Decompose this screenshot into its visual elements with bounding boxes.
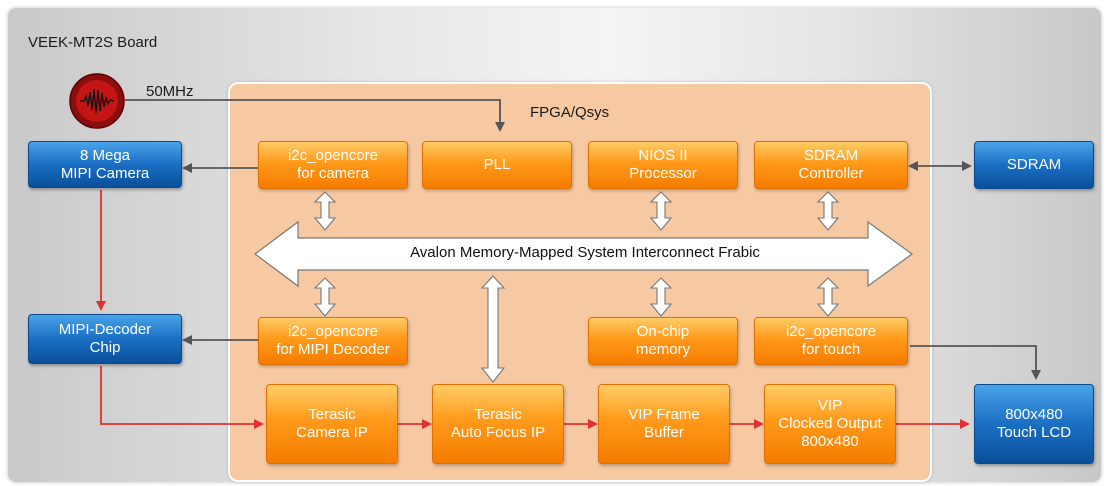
board-title: VEEK-MT2S Board xyxy=(28,34,158,51)
bus-link-onchip xyxy=(649,277,673,317)
bus-link-sdram-ctrl xyxy=(816,191,840,231)
i2c-touch-block: i2c_opencore for touch xyxy=(754,317,908,365)
sdram-block: SDRAM xyxy=(974,141,1094,189)
i2c-camera-block: i2c_opencore for camera xyxy=(258,141,408,189)
bus-link-nios xyxy=(649,191,673,231)
bus-label: Avalon Memory-Mapped System Interconnect… xyxy=(410,244,760,261)
sdram-controller-block: SDRAM Controller xyxy=(754,141,908,189)
clock-label: 50MHz xyxy=(146,83,194,100)
vip-frame-buffer-block: VIP Frame Buffer xyxy=(598,384,730,464)
bus-link-i2c-camera xyxy=(313,191,337,231)
vip-clocked-output-block: VIP Clocked Output 800x480 xyxy=(764,384,896,464)
touch-link xyxy=(910,345,1041,380)
chip-to-cam-ip xyxy=(100,366,264,429)
oscillator-icon xyxy=(68,72,126,135)
pll-block: PLL xyxy=(422,141,572,189)
onchip-memory-block: On-chip memory xyxy=(588,317,738,365)
auto-focus-ip-block: Terasic Auto Focus IP xyxy=(432,384,564,464)
i2c-mipi-decoder-block: i2c_opencore for MIPI Decoder xyxy=(258,317,408,365)
camera-ip-block: Terasic Camera IP xyxy=(266,384,398,464)
clock-line xyxy=(125,99,505,132)
mipi-camera-block: 8 Mega MIPI Camera xyxy=(28,141,182,188)
bus-link-i2c-mipi xyxy=(313,277,337,317)
nios-processor-block: NIOS II Processor xyxy=(588,141,738,189)
fpga-title: FPGA/Qsys xyxy=(530,104,610,121)
bus-link-i2c-touch xyxy=(816,277,840,317)
touch-lcd-block: 800x480 Touch LCD xyxy=(974,384,1094,464)
bus-link-af-ip xyxy=(480,275,506,383)
mipi-decoder-chip-block: MIPI-Decoder Chip xyxy=(28,314,182,364)
avalon-bus-arrow xyxy=(253,220,914,288)
